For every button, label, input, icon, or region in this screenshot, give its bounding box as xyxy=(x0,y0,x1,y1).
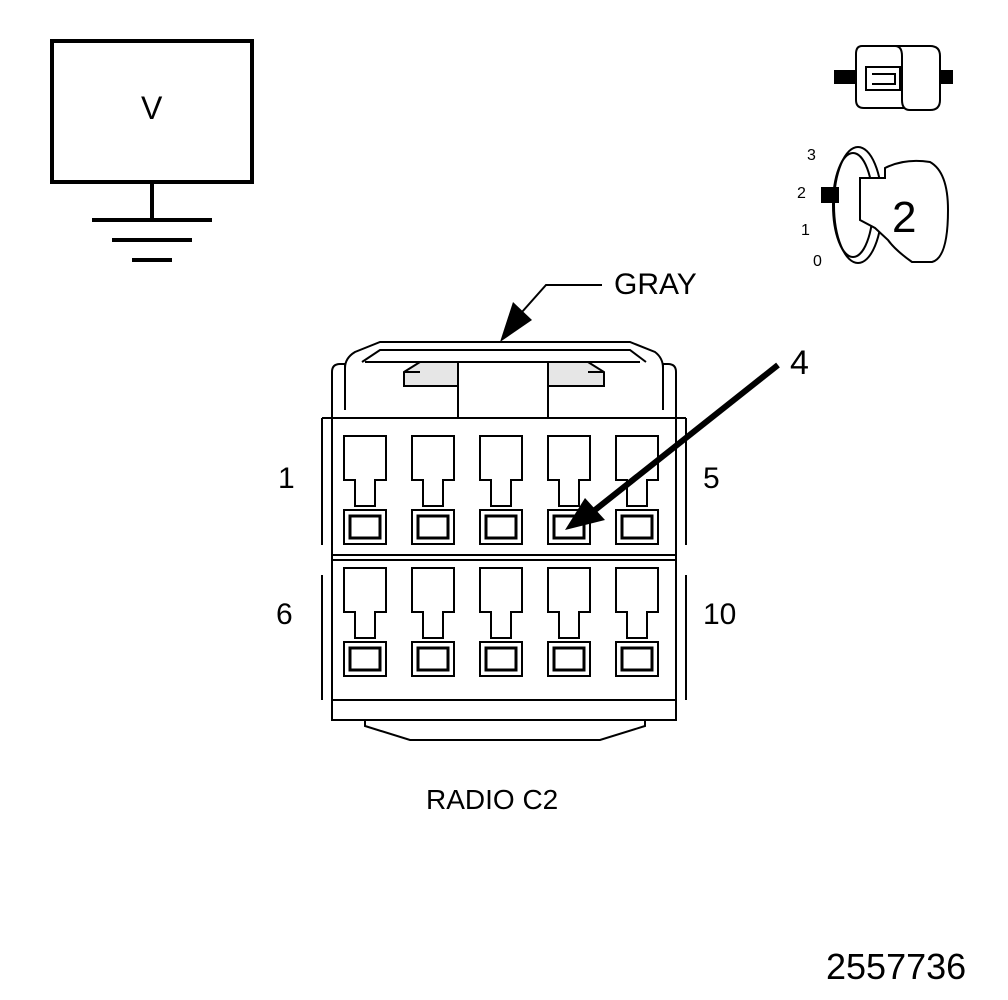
pin-cavity-8 xyxy=(479,567,523,677)
switch-position-1: 1 xyxy=(801,222,810,239)
pin-cavity-6 xyxy=(343,567,387,677)
figure-id: 2557736 xyxy=(826,946,967,987)
pin-cavity-1 xyxy=(343,435,387,545)
pin-cavity-3 xyxy=(479,435,523,545)
rotary-switch-icon xyxy=(821,146,950,264)
pin-label-first-top: 1 xyxy=(278,462,295,495)
color-leader xyxy=(500,284,602,342)
connector-name: RADIO C2 xyxy=(426,784,559,815)
connector-color-label: GRAY xyxy=(614,268,697,301)
probe-icon xyxy=(834,45,953,111)
voltmeter-label: V xyxy=(141,90,163,126)
pin-cavity-2 xyxy=(411,435,455,545)
pin-cavity-9 xyxy=(547,567,591,677)
voltmeter-symbol xyxy=(50,39,254,262)
switch-indicator-icon xyxy=(821,187,839,203)
pin-label-last-top: 5 xyxy=(703,462,720,495)
connector-housing xyxy=(321,341,687,741)
pin-cavity-5 xyxy=(615,435,659,545)
pin-label-first-bottom: 6 xyxy=(276,598,293,631)
pin-cavity-7 xyxy=(411,567,455,677)
pin-label-last-bottom: 10 xyxy=(703,598,737,631)
pin-callout-arrow xyxy=(565,362,780,530)
switch-position-3: 3 xyxy=(807,147,816,164)
switch-position-0: 0 xyxy=(813,253,822,270)
switch-position-2: 2 xyxy=(797,185,806,202)
pin-cavities xyxy=(343,435,659,677)
pin-cavity-10 xyxy=(615,567,659,677)
switch-current-position: 2 xyxy=(892,193,917,242)
callout-pin-label: 4 xyxy=(790,344,809,382)
